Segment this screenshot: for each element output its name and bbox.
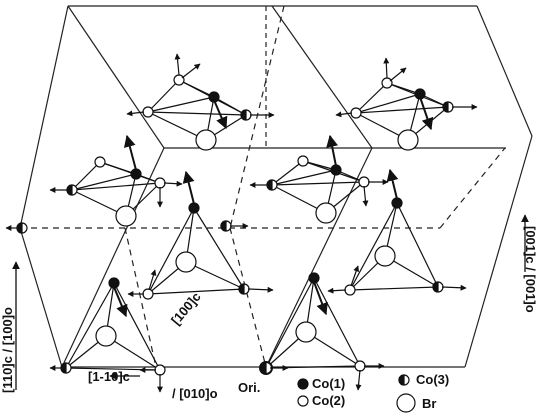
axis-label-left: [110]c / [100]o [0, 307, 15, 393]
axis-label-bottom-left: [1-10]c [88, 369, 130, 384]
cluster-top-right [335, 57, 478, 151]
legend-co1-label: Co(1) [312, 376, 346, 391]
axis-label-bottom-mid: / [010]o [172, 386, 218, 401]
cluster-center-right [327, 168, 467, 296]
cluster-top-left [126, 53, 275, 151]
legend-co2-symbol [297, 395, 309, 407]
legend-symbols [297, 374, 416, 413]
axis-arrows [12, 214, 529, 390]
origin-label: Ori. [238, 380, 261, 395]
legend-co1-symbol [297, 378, 309, 390]
cluster-bottom-right [265, 272, 385, 391]
boundary-atoms [5, 220, 289, 375]
legend-co3-label: Co(3) [416, 372, 450, 387]
legend-co2-label: Co(2) [312, 393, 346, 408]
cluster-center-left [127, 170, 274, 300]
axis-label-right: [001]c / [001]o [523, 226, 538, 313]
cluster-bottom-left [65, 277, 166, 393]
legend-br-label: Br [422, 396, 437, 411]
cluster-mid-right [249, 134, 389, 224]
legend-br-symbol [396, 393, 416, 413]
cluster-mid-left [49, 134, 183, 227]
